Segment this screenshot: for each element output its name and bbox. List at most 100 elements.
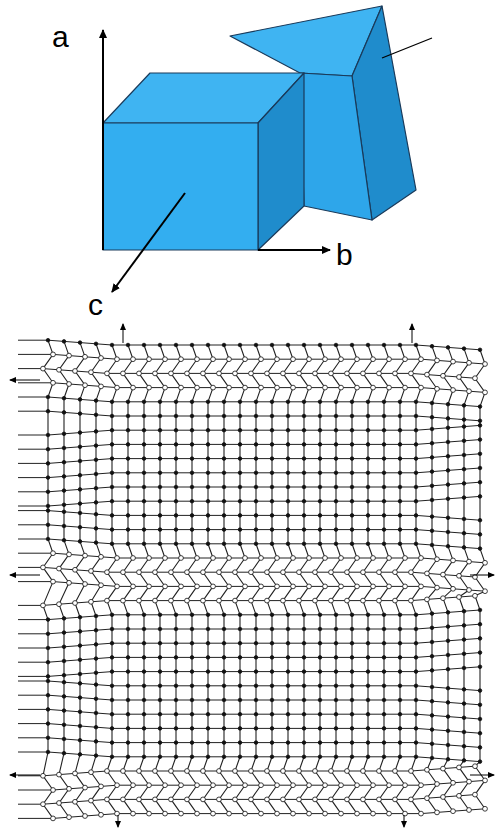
lattice-atom [318, 656, 322, 660]
lattice-atom [99, 812, 104, 817]
lattice-atom [483, 806, 488, 811]
lattice-atom [62, 475, 66, 479]
lattice-row [18, 496, 480, 506]
lattice-atom [366, 457, 370, 461]
lattice-atom [254, 613, 258, 617]
lattice-atom [462, 624, 466, 628]
lattice-atom [334, 727, 338, 731]
lattice-atom [393, 371, 398, 376]
lattice-atom [78, 710, 82, 714]
lattice-atom [446, 417, 450, 421]
lattice-atom [105, 371, 110, 376]
lattice-atom [302, 627, 306, 631]
lattice-atom [185, 769, 190, 774]
lattice-atom [254, 627, 258, 631]
lattice-atom [62, 510, 66, 514]
lattice-atom [51, 788, 56, 793]
lattice-atom [115, 783, 120, 788]
lattice-atom [190, 414, 194, 418]
lattice-atom [398, 727, 402, 731]
lattice-atom [110, 471, 114, 475]
lattice-atom [478, 622, 482, 626]
lattice-atom [329, 797, 334, 802]
lattice-atom [419, 556, 424, 561]
lattice-atom [382, 343, 386, 347]
lattice-atom [462, 425, 466, 429]
lattice-atom [190, 641, 194, 645]
lattice-atom [329, 570, 334, 575]
lattice-atom [99, 784, 104, 789]
lattice-atom [446, 729, 450, 733]
lattice-atom [62, 503, 66, 507]
lattice-atom [158, 670, 162, 674]
lattice-atom [318, 755, 322, 759]
lattice-atom [446, 701, 450, 705]
lattice-atom [78, 540, 82, 544]
axis-arrow [112, 193, 185, 292]
lattice-atom [270, 443, 274, 447]
lattice-atom [446, 483, 450, 487]
lattice-atom [174, 627, 178, 631]
lattice-atom [238, 641, 242, 645]
lattice-atom [478, 518, 482, 522]
lattice-atom [398, 485, 402, 489]
lattice-atom [201, 371, 206, 376]
lattice-atom [366, 670, 370, 674]
lattice-column [315, 345, 325, 814]
lattice-row [18, 511, 480, 521]
lattice-column [411, 345, 421, 814]
lattice-atom [446, 639, 450, 643]
lattice-atom [270, 656, 274, 660]
lattice-atom [57, 801, 62, 806]
lattice-atom [46, 660, 50, 664]
lattice-atom [318, 471, 322, 475]
lattice-atom [302, 755, 306, 759]
lattice-atom [366, 471, 370, 475]
lattice-atom [94, 527, 98, 531]
lattice-atom [478, 405, 482, 409]
lattice-atom [94, 458, 98, 462]
lattice-atom [142, 485, 146, 489]
lattice-atom [409, 371, 414, 376]
lattice-atom [62, 432, 66, 436]
lattice-atom [62, 340, 66, 344]
lattice-atom [179, 783, 184, 788]
lattice-atom [286, 528, 290, 532]
lattice-atom [302, 542, 306, 546]
lattice-atom [393, 598, 398, 603]
lattice-atom [462, 496, 466, 500]
lattice-atom [414, 528, 418, 532]
lattice-atom [206, 443, 210, 447]
lattice-atom [366, 712, 370, 716]
lattice-atom [190, 428, 194, 432]
lattice-atom [270, 514, 274, 518]
lattice-atom [345, 598, 350, 603]
lattice-row [18, 440, 480, 450]
lattice-atom [462, 638, 466, 642]
lattice-atom [414, 471, 418, 475]
lattice-atom [67, 353, 72, 358]
lattice-atom [238, 741, 242, 745]
lattice-atom [174, 499, 178, 503]
lattice-atom [270, 613, 274, 617]
lattice-atom [147, 783, 152, 788]
lattice-atom [286, 627, 290, 631]
lattice-atom [110, 712, 114, 716]
lattice-atom [121, 598, 126, 603]
lattice-atom [131, 357, 136, 362]
lattice-atom [307, 584, 312, 589]
lattice-atom [147, 556, 152, 561]
lattice-atom [46, 722, 50, 726]
lattice-atom [46, 675, 50, 679]
lattice-atom [179, 357, 184, 362]
lattice-atom [462, 517, 466, 521]
lattice-atom [206, 741, 210, 745]
lattice-atom [323, 811, 328, 816]
lattice-atom [94, 740, 98, 744]
lattice-atom [185, 570, 190, 575]
lattice-atom [435, 557, 440, 562]
lattice-atom [478, 452, 482, 456]
lattice-atom [403, 357, 408, 362]
lattice-atom [222, 428, 226, 432]
